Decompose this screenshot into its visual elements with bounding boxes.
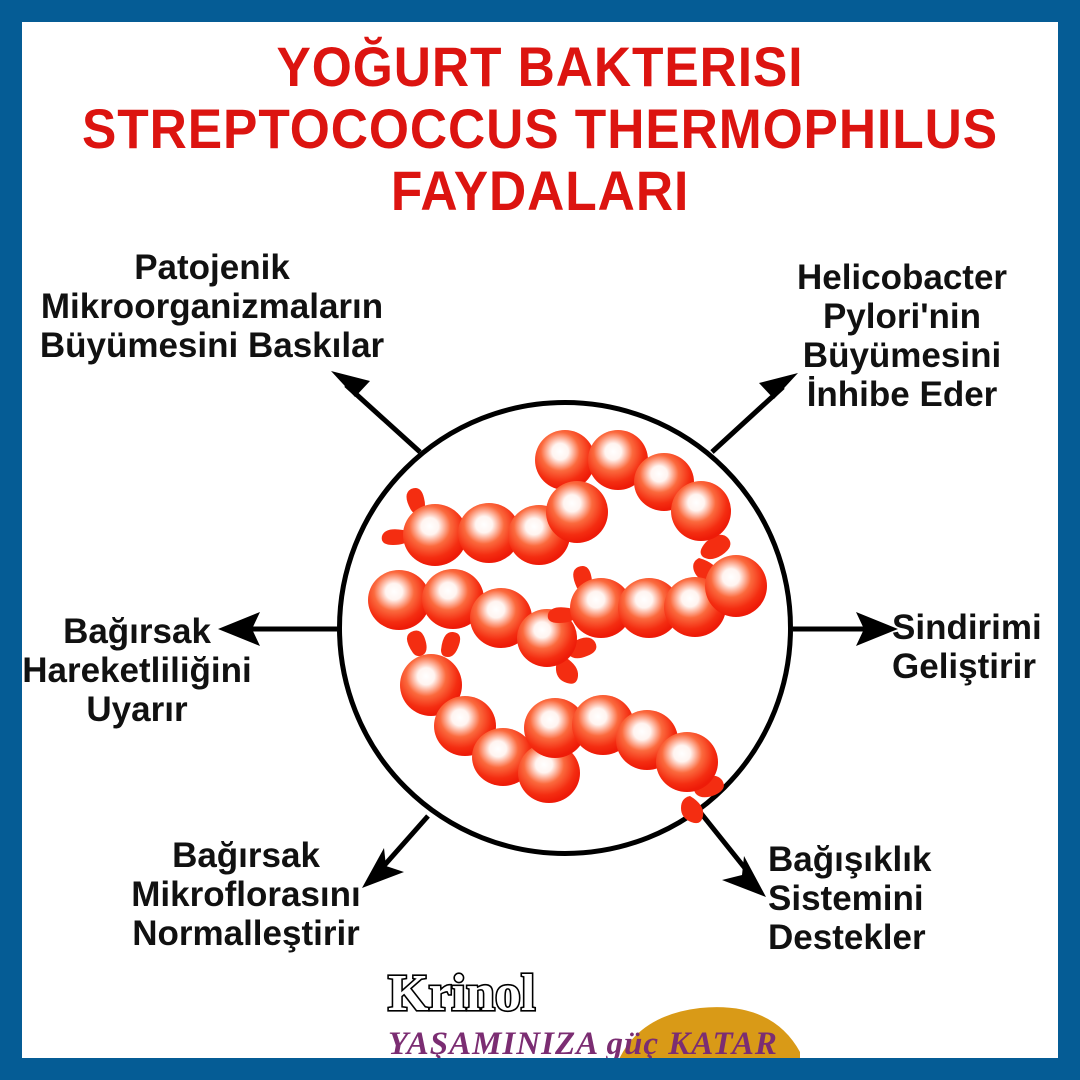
benefit-label-top-left: Patojenik Mikroorganizmaların Büyümesini… <box>12 248 412 365</box>
benefit-line: Normalleştirir <box>132 914 360 953</box>
benefit-line: Mikroflorasını <box>131 875 361 914</box>
benefit-line: Uyarır <box>86 690 188 729</box>
benefit-label-middle-right: Sindirimi Geliştirir <box>892 608 1080 686</box>
arrow-down-right <box>698 810 766 897</box>
benefit-label-bottom-right: Bağışıklık Sistemini Destekler <box>768 840 1058 957</box>
benefit-label-top-right: Helicobacter Pylori'nin Büyümesini İnhib… <box>752 258 1052 414</box>
title-line-1: YOĞURT BAKTERISI <box>276 35 804 98</box>
benefit-line: Mikroorganizmaların <box>40 287 384 326</box>
benefit-line: Helicobacter <box>796 258 1008 297</box>
bacteria-illustration <box>337 400 793 856</box>
cocci-chain-1 <box>535 430 731 583</box>
benefit-line: Destekler <box>768 918 926 957</box>
benefit-line: Sindirimi <box>892 608 1042 647</box>
arrow-right <box>793 612 898 646</box>
benefit-line: Büyümesini Baskılar <box>39 326 385 365</box>
cocci-chain-4 <box>547 555 767 638</box>
benefit-line: Bağışıklık <box>768 840 932 879</box>
benefit-line: Bağırsak <box>172 836 320 875</box>
benefit-line: Büyümesini <box>802 336 1002 375</box>
logo-brand-text: Krinol <box>388 965 535 1022</box>
krinol-logo-svg: Krinol YAŞAMINIZA güç KATAR <box>386 963 800 1072</box>
benefit-label-middle-left: Bağırsak Hareketliliğini Uyarır <box>8 612 266 729</box>
title-line-3: FAYDALARI <box>390 159 690 222</box>
arrow-down-left <box>362 814 430 888</box>
benefit-label-bottom-left: Bağırsak Mikroflorasını Normalleştirir <box>100 836 392 953</box>
page-title: YOĞURT BAKTERISI STREPTOCOCCUS THERMOPHI… <box>43 36 1037 222</box>
cocci-chain-3 <box>368 569 597 684</box>
cocci-chain-5 <box>400 630 580 803</box>
benefit-line: İnhibe Eder <box>806 375 998 414</box>
arrow-up-right <box>710 373 798 454</box>
benefit-line: Geliştirir <box>892 647 1036 686</box>
benefit-line: Patojenik <box>134 248 290 287</box>
streptococcus-chains-icon <box>368 430 767 824</box>
cocci-chain-6 <box>524 695 724 824</box>
arrow-left <box>218 612 337 646</box>
benefit-line: Pylori'nin <box>822 297 982 336</box>
benefit-line: Bağırsak <box>63 612 211 651</box>
benefit-line: Hareketliliğini <box>22 651 252 690</box>
logo-tagline-text: YAŞAMINIZA güç KATAR <box>388 1026 778 1062</box>
benefit-line: Sistemini <box>768 879 924 918</box>
cocci-chain-2 <box>381 481 608 566</box>
title-line-2: STREPTOCOCCUS THERMOPHILUS <box>81 97 999 160</box>
logo-gold-arc <box>614 1007 800 1072</box>
brand-logo: Krinol YAŞAMINIZA güç KATAR <box>380 962 800 1072</box>
arrow-up-left <box>331 371 422 454</box>
